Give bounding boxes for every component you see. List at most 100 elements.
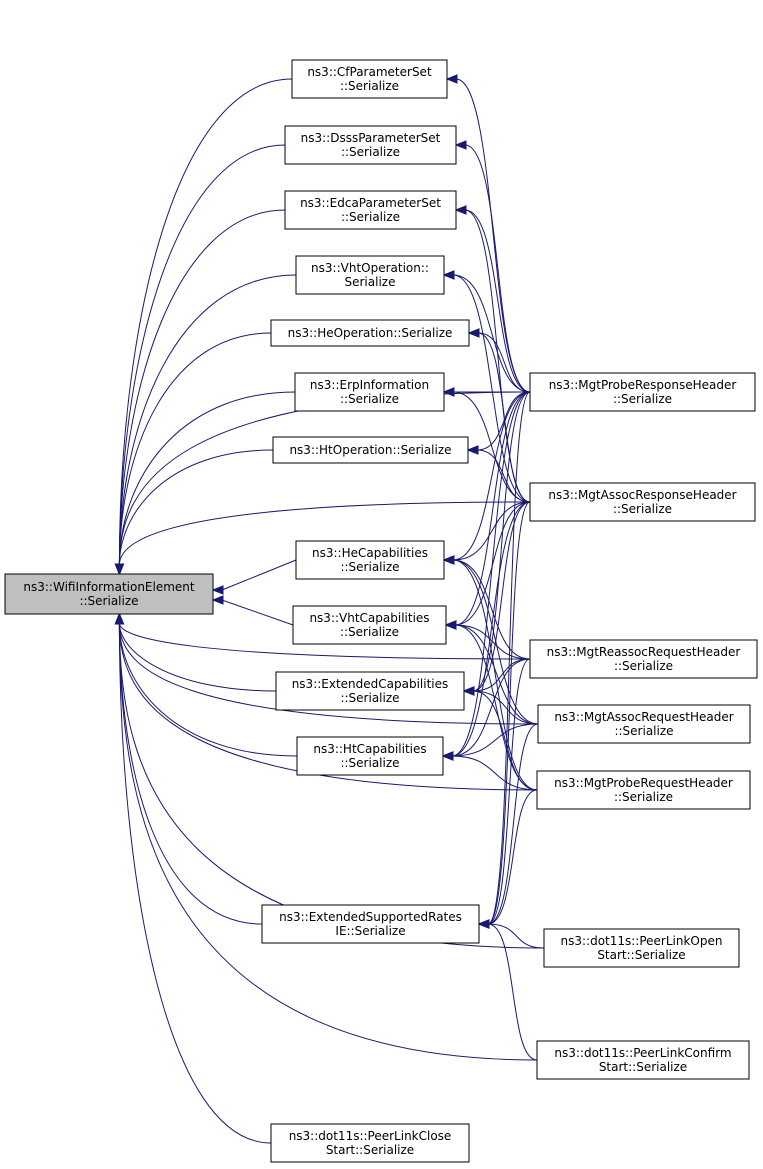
- node-label-plopen-1: Start::Serialize: [597, 948, 685, 962]
- node-plclose[interactable]: ns3::dot11s::PeerLinkCloseStart::Seriali…: [270, 1123, 470, 1163]
- edge-probereq-to-htcap: [451, 755, 538, 791]
- edge-probereq-to-hecap: [452, 559, 538, 791]
- node-box-htop[interactable]: [272, 436, 469, 464]
- node-label-reassocreq-0: ns3::MgtReassocRequestHeader: [547, 645, 741, 659]
- edge-probresp-to-dsss: [464, 144, 531, 393]
- edge-assocresp-to-root: [118, 501, 531, 566]
- edge-assocresp-to-edca: [464, 209, 531, 503]
- node-label-extcap-1: ::Serialize: [340, 691, 399, 705]
- node-assocreq[interactable]: ns3::MgtAssocRequestHeader::Serialize: [537, 704, 751, 744]
- edge-htop-to-root: [118, 449, 274, 566]
- node-reassocreq[interactable]: ns3::MgtReassocRequestHeader::Serialize: [529, 639, 758, 679]
- node-box-dsss[interactable]: [284, 125, 457, 165]
- edge-reassocreq-to-esr: [487, 658, 531, 925]
- node-plconfirm[interactable]: ns3::dot11s::PeerLinkConfirmStart::Seria…: [536, 1040, 750, 1080]
- edge-probresp-to-hecap: [452, 391, 531, 561]
- node-label-hecap-1: ::Serialize: [340, 560, 399, 574]
- node-box-erp[interactable]: [294, 372, 445, 412]
- node-label-esr-1: IE::Serialize: [335, 924, 405, 938]
- node-cf[interactable]: ns3::CfParameterSet::Serialize: [291, 59, 448, 99]
- node-box-plopen[interactable]: [543, 928, 740, 968]
- edge-plclose-to-root: [118, 622, 272, 1144]
- edge-probereq-to-vhtcap: [454, 624, 538, 791]
- node-erp[interactable]: ns3::ErpInformation::Serialize: [294, 372, 445, 412]
- edge-probereq-to-extcap: [472, 690, 538, 791]
- node-probereq[interactable]: ns3::MgtProbeRequestHeader::Serialize: [536, 770, 751, 810]
- arrowhead-assocresp-to-htop: [466, 445, 479, 455]
- node-box-assocreq[interactable]: [537, 704, 751, 744]
- edge-vhtop-to-root: [118, 274, 297, 566]
- edge-probresp-to-esr: [487, 391, 531, 925]
- edge-edca-to-root: [118, 209, 286, 566]
- node-htcap[interactable]: ns3::HtCapabilities::Serialize: [296, 736, 444, 776]
- arrowhead-vhtcap-to-root: [211, 595, 224, 605]
- node-label-extcap-0: ns3::ExtendedCapabilities: [292, 677, 449, 691]
- edge-assocresp-to-htcap: [451, 501, 531, 757]
- edge-assocresp-to-heop: [477, 332, 531, 503]
- edge-assocresp-to-extcap: [472, 501, 531, 692]
- edge-assocreq-to-hecap: [452, 559, 539, 725]
- node-box-probereq[interactable]: [536, 770, 751, 810]
- node-box-htcap[interactable]: [296, 736, 444, 776]
- edge-extcap-to-root: [118, 622, 277, 692]
- node-box-vhtcap[interactable]: [292, 605, 447, 645]
- edge-vhtcap-to-root: [221, 599, 294, 626]
- edge-probresp-to-heop: [477, 332, 531, 393]
- node-label-htcap-1: ::Serialize: [340, 756, 399, 770]
- edge-dsss-to-root: [118, 144, 286, 566]
- node-box-root[interactable]: [4, 573, 214, 615]
- arrowhead-assocresp-to-vhtop: [442, 270, 455, 280]
- edge-reassocreq-to-root: [118, 622, 531, 660]
- node-box-probresp[interactable]: [529, 372, 756, 412]
- node-box-plconfirm[interactable]: [536, 1040, 750, 1080]
- node-label-assocreq-0: ns3::MgtAssocRequestHeader: [554, 710, 733, 724]
- node-box-heop[interactable]: [270, 319, 470, 347]
- edge-reassocreq-to-vhtcap: [454, 624, 531, 660]
- node-label-hecap-0: ns3::HeCapabilities: [312, 546, 428, 560]
- arrowhead-hecap-to-root: [211, 585, 224, 595]
- node-box-assocresp[interactable]: [529, 482, 756, 522]
- node-label-assocresp-0: ns3::MgtAssocResponseHeader: [548, 488, 736, 502]
- node-label-htcap-0: ns3::HtCapabilities: [313, 742, 426, 756]
- arrowhead-assocresp-to-heop: [467, 328, 480, 338]
- node-box-plclose[interactable]: [270, 1123, 470, 1163]
- node-hecap[interactable]: ns3::HeCapabilities::Serialize: [295, 540, 445, 580]
- arrowhead-probereq-to-htcap: [441, 751, 454, 761]
- arrowhead-assocresp-to-erp: [442, 387, 455, 397]
- node-box-vhtop[interactable]: [295, 255, 445, 295]
- edge-probresp-to-extcap: [472, 391, 531, 692]
- node-plopen[interactable]: ns3::dot11s::PeerLinkOpenStart::Serializ…: [543, 928, 740, 968]
- arrowhead-probereq-to-hecap: [442, 555, 455, 565]
- edge-probereq-to-root: [118, 622, 538, 791]
- node-edca[interactable]: ns3::EdcaParameterSet::Serialize: [284, 190, 457, 230]
- node-dsss[interactable]: ns3::DsssParameterSet::Serialize: [284, 125, 457, 165]
- node-box-hecap[interactable]: [295, 540, 445, 580]
- edges-layer: [114, 74, 545, 1144]
- node-label-probereq-0: ns3::MgtProbeRequestHeader: [554, 776, 733, 790]
- node-vhtcap[interactable]: ns3::VhtCapabilities::Serialize: [292, 605, 447, 645]
- node-box-extcap[interactable]: [275, 671, 465, 711]
- node-label-reassocreq-1: ::Serialize: [614, 659, 673, 673]
- node-probresp[interactable]: ns3::MgtProbeResponseHeader::Serialize: [529, 372, 756, 412]
- node-extcap[interactable]: ns3::ExtendedCapabilities::Serialize: [275, 671, 465, 711]
- node-label-plopen-0: ns3::dot11s::PeerLinkOpen: [561, 934, 723, 948]
- edge-assocreq-to-extcap: [472, 690, 539, 725]
- edge-assocreq-to-root: [118, 622, 539, 725]
- arrowhead-probresp-to-cf: [445, 74, 458, 84]
- node-heop[interactable]: ns3::HeOperation::Serialize: [270, 319, 470, 347]
- node-label-dsss-0: ns3::DsssParameterSet: [301, 131, 441, 145]
- node-assocresp[interactable]: ns3::MgtAssocResponseHeader::Serialize: [529, 482, 756, 522]
- node-htop[interactable]: ns3::HtOperation::Serialize: [272, 436, 469, 464]
- node-box-reassocreq[interactable]: [529, 639, 758, 679]
- arrowhead-probresp-to-dsss: [454, 140, 467, 150]
- node-root[interactable]: ns3::WifiInformationElement::Serialize: [4, 573, 214, 615]
- edge-probresp-to-edca: [464, 209, 531, 393]
- edge-plopen-to-esr: [487, 923, 545, 949]
- node-box-esr[interactable]: [261, 904, 480, 944]
- node-vhtop[interactable]: ns3::VhtOperation::Serialize: [295, 255, 445, 295]
- arrowhead-probereq-to-extcap: [462, 686, 475, 696]
- node-box-edca[interactable]: [284, 190, 457, 230]
- edge-cf-to-root: [118, 78, 293, 566]
- node-box-cf[interactable]: [291, 59, 448, 99]
